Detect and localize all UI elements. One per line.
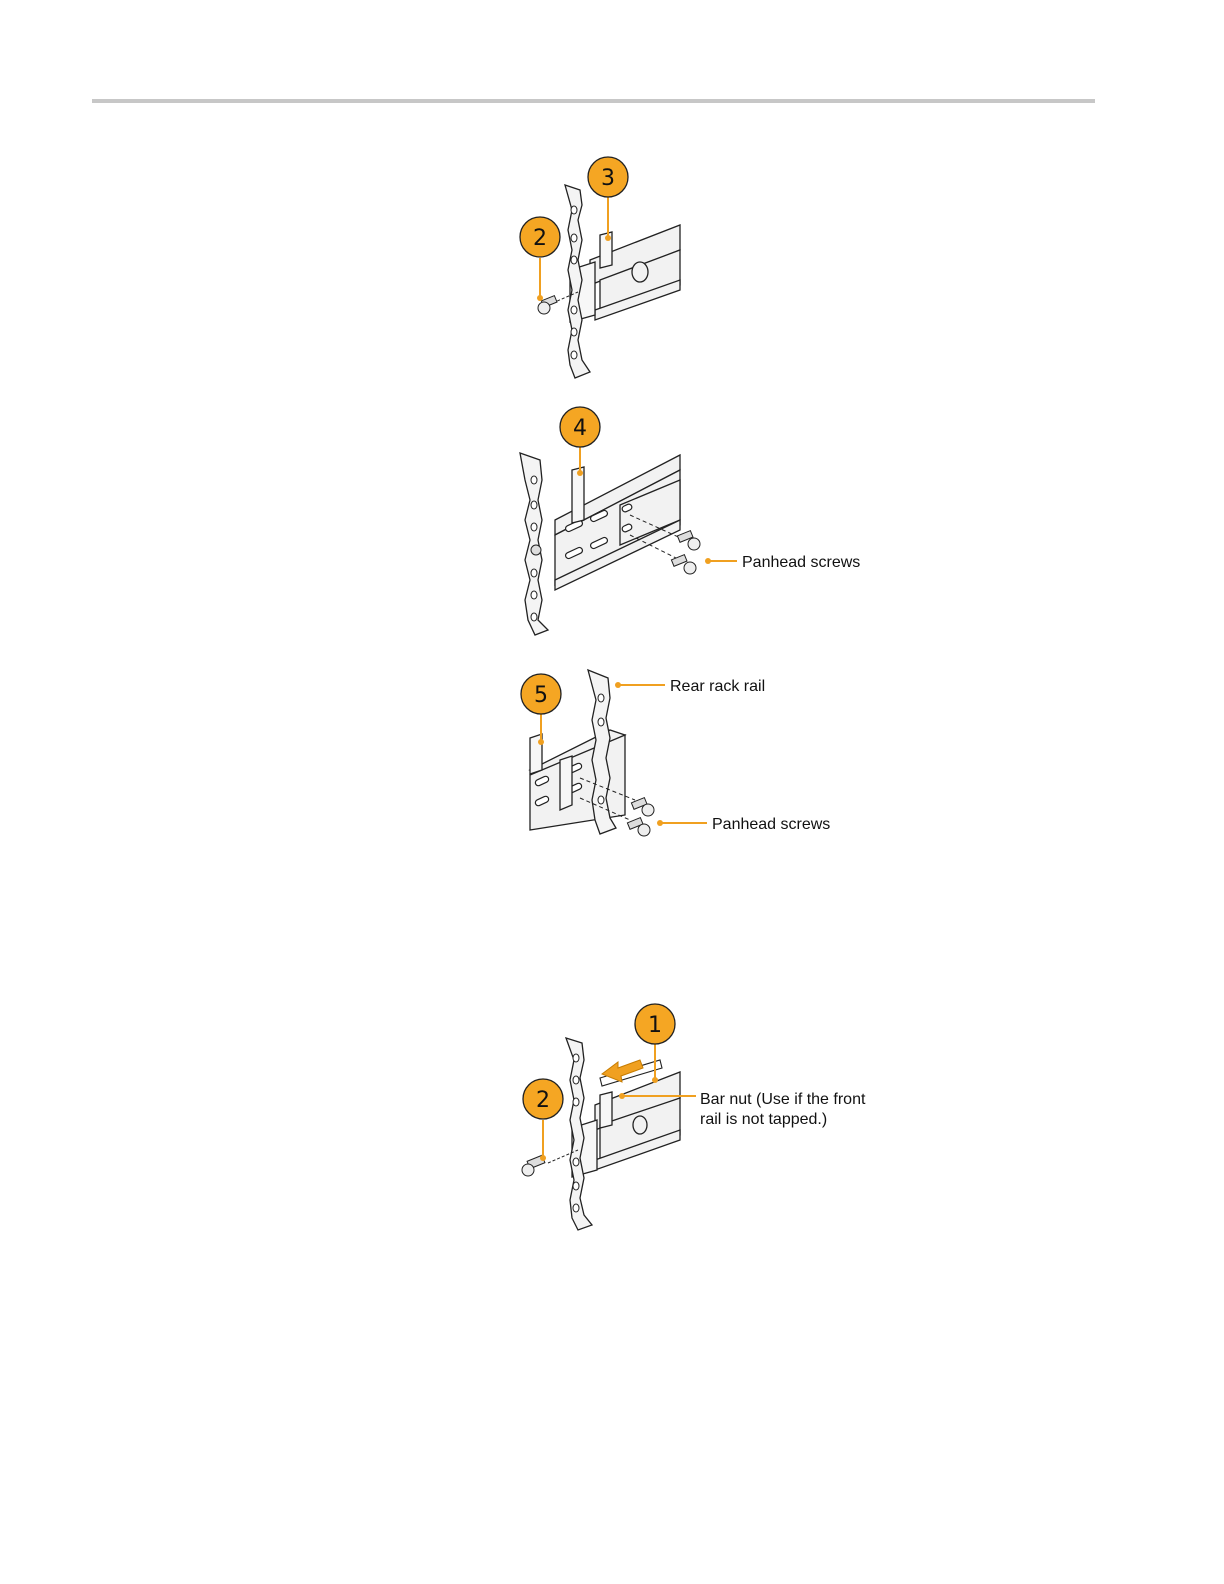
callout-badge-5: 5	[521, 674, 561, 714]
svg-text:2: 2	[536, 1088, 550, 1113]
rail-bracket	[560, 756, 572, 810]
callout-badge-2: 2	[523, 1079, 563, 1119]
label-panhead-screws: Panhead screws	[712, 816, 830, 833]
leader-dot	[538, 739, 544, 745]
figure-front-rail-attach: 3 2	[500, 150, 700, 380]
header-rule	[92, 99, 1095, 103]
rack-post	[520, 453, 548, 635]
figure-bar-nut: 1 Bar nut (Use if the front rail is not …	[500, 1000, 890, 1235]
svg-text:2: 2	[533, 226, 547, 251]
screw-icon	[522, 1150, 578, 1176]
leader-dot	[652, 1077, 658, 1083]
label-bar-nut-line2: rail is not tapped.)	[700, 1111, 827, 1128]
label-panhead-screws: Panhead screws	[742, 554, 860, 571]
figure-rear-rack-rail: Rear rack rail Panhead screws 5	[500, 660, 860, 845]
rear-rail-illustration: Rear rack rail Panhead screws 5	[500, 660, 860, 845]
leader-dot	[540, 1155, 546, 1161]
svg-text:3: 3	[601, 166, 615, 191]
leader-dot	[605, 235, 611, 241]
front-rail-illustration: 3 2	[500, 150, 700, 380]
callout-badge-3: 3	[588, 157, 628, 197]
label-rear-rack-rail: Rear rack rail	[670, 678, 765, 695]
callout-badge-2: 2	[520, 217, 560, 257]
rail-bracket	[572, 467, 584, 523]
bar-nut-illustration: 1 Bar nut (Use if the front rail is not …	[500, 1000, 890, 1235]
leader-dot	[537, 295, 543, 301]
callout-badge-4: 4	[560, 407, 600, 447]
figure-rail-extension: Panhead screws 4	[500, 405, 880, 640]
rail-extension-illustration: Panhead screws 4	[500, 405, 880, 640]
callout-badge-1: 1	[635, 1004, 675, 1044]
leader-dot	[577, 470, 583, 476]
svg-text:1: 1	[648, 1013, 662, 1038]
label-bar-nut-line1: Bar nut (Use if the front	[700, 1091, 866, 1108]
svg-text:4: 4	[573, 416, 587, 441]
svg-text:5: 5	[534, 683, 548, 708]
